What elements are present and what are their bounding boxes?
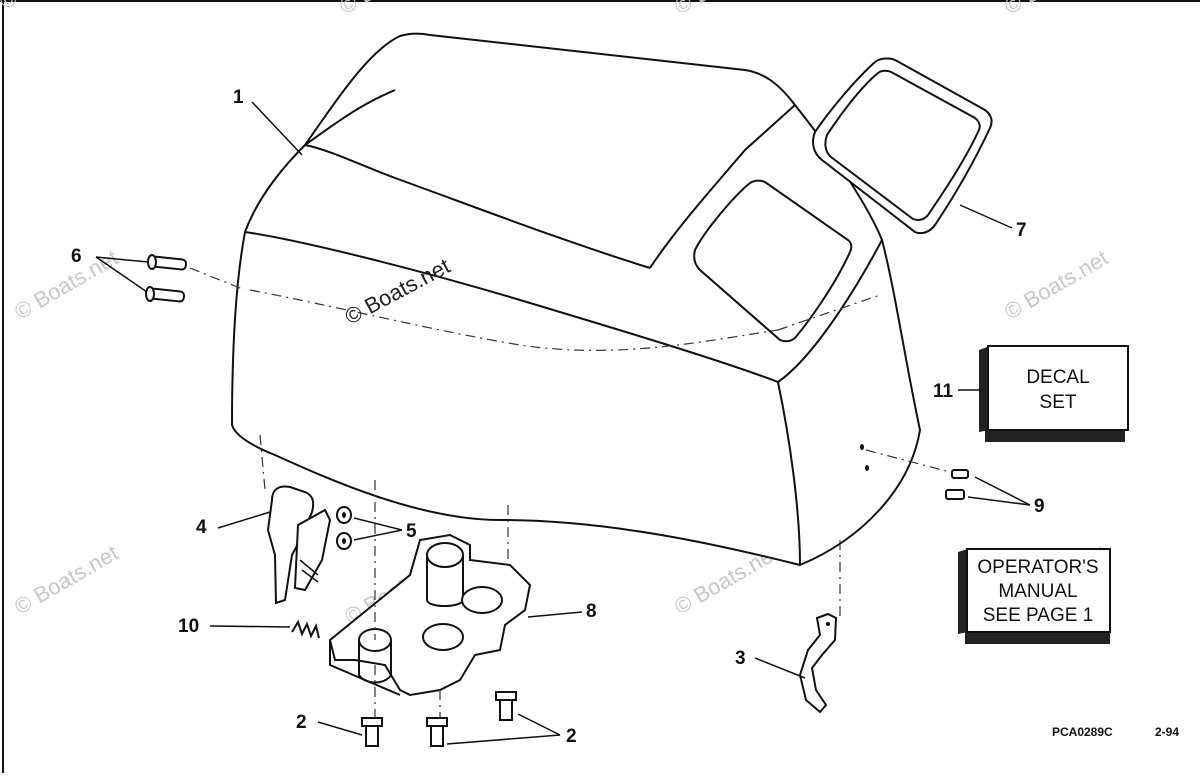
reference: PCA0289C 2-94 (1052, 725, 1179, 739)
callout-6: 6 (71, 246, 82, 267)
bolt-parts (361, 665, 517, 747)
watermark: © Boats.net (1000, 245, 1112, 324)
operators-manual-box: OPERATOR'S MANUAL SEE PAGE 1 (958, 548, 1111, 644)
callout-1: 1 (233, 87, 244, 108)
watermark: © Boats.net (0, 0, 107, 14)
callout-9: 9 (1034, 496, 1045, 517)
watermark: © Boats.net (10, 540, 122, 619)
pin-parts (145, 254, 246, 303)
watermark: © Boats.net (1000, 0, 1112, 19)
watermark: © Boats.net (335, 0, 447, 19)
callout-3: 3 (735, 648, 746, 669)
callout-7: 7 (1016, 220, 1027, 241)
latch-parts (259, 434, 352, 639)
watermark: © Boats.net (670, 0, 782, 19)
callout-10: 10 (178, 616, 199, 637)
decal-set-box: DECAL SET (979, 345, 1129, 442)
decal-label-line2: SET (1040, 392, 1077, 413)
manual-label-line1: OPERATOR'S (977, 557, 1098, 578)
motor-cover-part (230, 32, 922, 567)
callout-4: 4 (196, 517, 207, 538)
callout-5: 5 (406, 521, 417, 542)
screw-parts (860, 444, 969, 500)
vent-cover-part (812, 57, 993, 235)
decal-label-line1: DECAL (1026, 367, 1089, 388)
callouts: 1 2 2 3 4 5 6 7 8 9 10 11 (71, 87, 1045, 747)
callout-2: 2 (566, 726, 577, 747)
callout-11: 11 (933, 381, 954, 402)
latch-retainer-part (328, 480, 532, 697)
callout-8: 8 (586, 601, 597, 622)
callout-2: 2 (296, 712, 307, 733)
manual-label-line2: MANUAL (998, 581, 1077, 602)
manual-label-line3: SEE PAGE 1 (983, 605, 1094, 626)
reference-code: PCA0289C (1052, 725, 1113, 739)
latch-hook-part (798, 540, 841, 714)
watermark: © Boats.net (10, 245, 122, 324)
reference-date: 2-94 (1155, 725, 1179, 739)
leader-lines (95, 101, 1031, 745)
